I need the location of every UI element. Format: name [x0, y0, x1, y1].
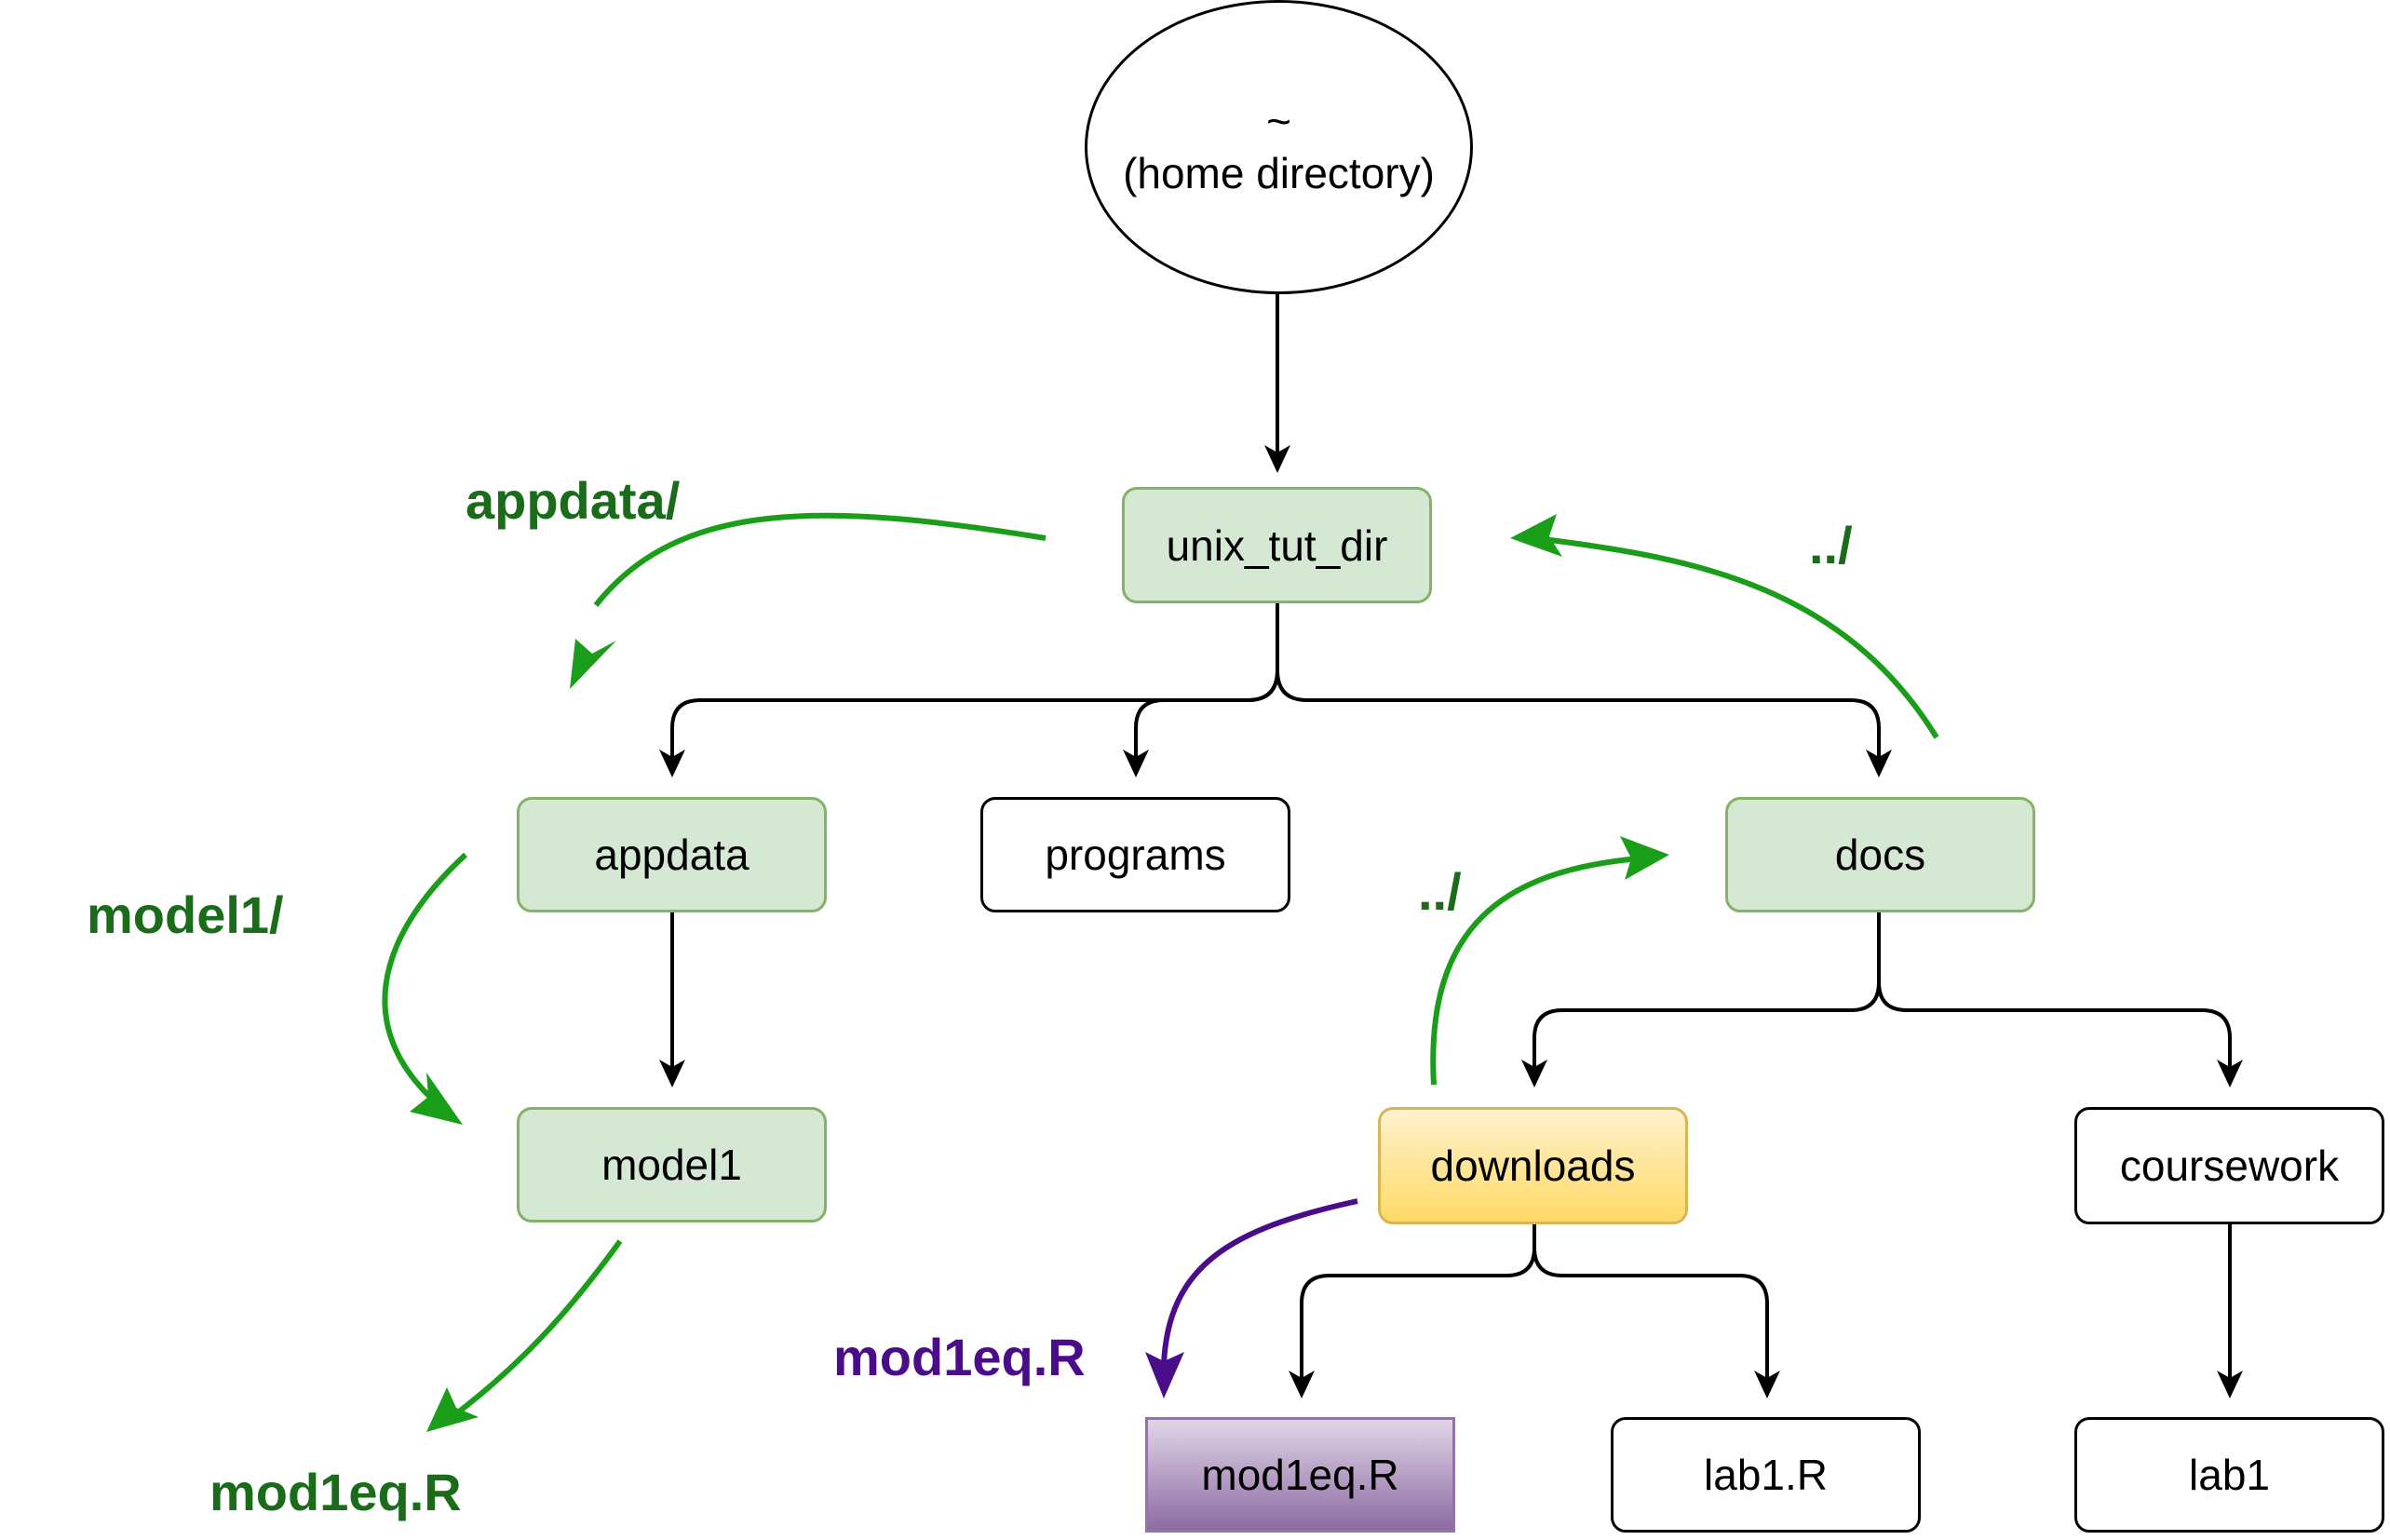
label-up-to-docs: ../	[1418, 862, 1462, 921]
green-head-up-unix	[1510, 514, 1562, 557]
home-directory-node: ~ (home directory)	[1085, 0, 1473, 294]
green-arrow-up-unix	[1549, 537, 1939, 739]
edge-downloads-to-lab1r	[1533, 1247, 1769, 1394]
node-downloads: downloads	[1378, 1107, 1688, 1224]
green-head-appdata	[570, 639, 616, 689]
green-head-up-docs	[1620, 836, 1669, 880]
green-arrow-mod1eq	[452, 1239, 623, 1418]
node-unix-tut-dir: unix_tut_dir	[1122, 487, 1432, 603]
home-symbol: ~	[1266, 97, 1291, 145]
arrowhead-appdata	[659, 750, 685, 777]
label-mod1eq-left: mod1eq.R	[209, 1463, 462, 1521]
node-docs: docs	[1725, 797, 2035, 912]
node-mod1eq-r: mod1eq.R	[1145, 1417, 1455, 1533]
green-arrow-model1	[382, 852, 468, 1111]
green-head-mod1eq	[426, 1387, 479, 1432]
tree-arrowheads	[659, 445, 2243, 1398]
arrowhead-docs	[1866, 750, 1892, 777]
purple-path-arrow	[1145, 1198, 1358, 1398]
arrowhead-lab1r	[1754, 1371, 1780, 1398]
arrowhead-model1	[659, 1060, 685, 1087]
node-lab1: lab1	[2074, 1417, 2384, 1533]
arrowhead-mod1eq	[1289, 1371, 1315, 1398]
node-model1: model1	[517, 1107, 827, 1223]
edge-docs-to-downloads	[1533, 912, 1881, 1083]
arrowhead-programs	[1123, 750, 1149, 777]
label-model1-path: model1/	[87, 885, 284, 944]
purple-arrow-mod1eq	[1161, 1198, 1358, 1365]
node-coursework: coursework	[2074, 1107, 2384, 1224]
edge-unix-to-appdata	[670, 603, 1279, 773]
edge-downloads-to-mod1eq	[1300, 1224, 1536, 1394]
label-mod1eq-right: mod1eq.R	[833, 1328, 1086, 1386]
arrowhead-lab1	[2217, 1371, 2243, 1398]
label-appdata-path: appdata/	[466, 471, 681, 530]
green-arrow-appdata	[593, 512, 1046, 607]
tree-connectors	[670, 294, 2232, 1394]
node-lab1-r: lab1.R	[1611, 1417, 1921, 1533]
green-arrow-up-docs	[1430, 856, 1640, 1086]
green-arrowheads	[410, 514, 1669, 1432]
home-caption: (home directory)	[1123, 149, 1435, 197]
edge-unix-to-docs	[1276, 669, 1881, 773]
label-up-to-unix: ../	[1809, 516, 1853, 574]
arrowhead-downloads	[1521, 1060, 1547, 1087]
edge-docs-to-coursework	[1877, 981, 2232, 1083]
node-appdata: appdata	[517, 797, 827, 912]
edge-unix-to-programs	[1134, 669, 1279, 773]
green-head-model1	[410, 1073, 463, 1125]
node-programs: programs	[980, 797, 1290, 912]
arrowhead-coursework	[2217, 1060, 2243, 1087]
purple-head-mod1eq	[1145, 1352, 1184, 1398]
green-path-arrows	[382, 512, 1939, 1418]
arrowhead-unix	[1264, 445, 1290, 473]
